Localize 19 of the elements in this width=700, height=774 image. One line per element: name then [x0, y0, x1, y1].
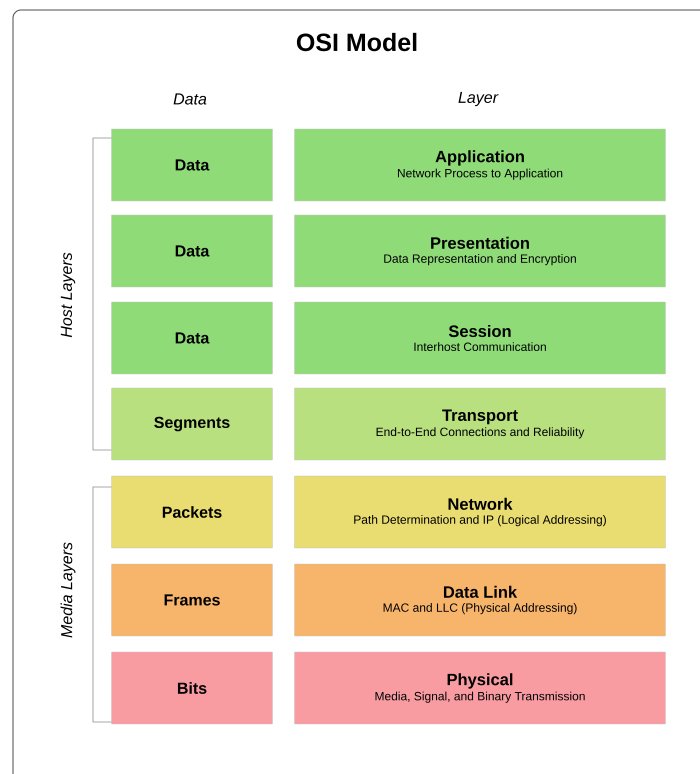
data-unit-box: Packets	[111, 476, 273, 548]
layer-box: Network Path Determination and IP (Logical Addressing)	[294, 476, 666, 548]
data-unit-box: Frames	[111, 564, 273, 636]
data-unit-box: Segments	[111, 388, 273, 460]
layer-box: Application Network Process to Application	[294, 128, 666, 202]
data-unit-box: Data	[111, 302, 273, 374]
layer-box: Transport End-to-End Connections and Reliability	[294, 388, 666, 460]
layer-box: Presentation Data Representation and Encryption	[294, 214, 666, 288]
layer-box: Physical Media, Signal, and Binary Transmission	[294, 652, 666, 724]
layer-box: Session Interhost Communication	[294, 302, 666, 374]
side-label: Media Layers	[60, 542, 76, 638]
data-unit-box: Bits	[111, 652, 273, 724]
side-label: Host Layers	[60, 252, 76, 338]
column-header: Layer	[458, 92, 499, 106]
data-unit-box: Data	[111, 128, 273, 202]
title: OSI Model	[296, 32, 416, 52]
data-unit-box: Data	[111, 214, 273, 288]
column-header: Data	[174, 93, 206, 105]
layer-box: Data Link MAC and LLC (Physical Addressing)	[294, 564, 666, 636]
